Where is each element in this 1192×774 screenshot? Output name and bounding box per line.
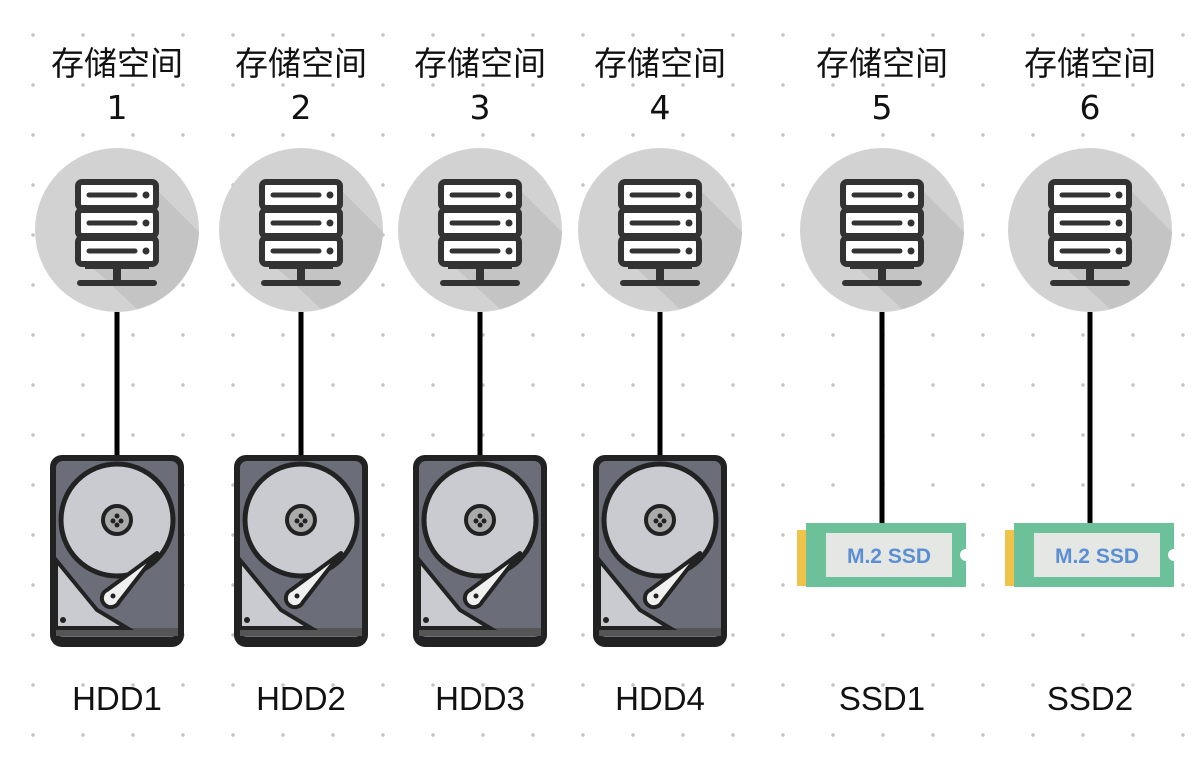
hard-drive-icon [413,455,547,647]
server-icon [35,148,199,312]
server-icon [1008,148,1172,312]
server-icon [398,148,562,312]
m2-ssd-icon: M.2 SSD [797,523,972,587]
server-icon [578,148,742,312]
device-label: HDD1 [72,680,162,717]
ssd-chip-text: M.2 SSD [1055,545,1139,568]
device-label: SSD1 [838,680,926,717]
column-graphics [398,148,562,647]
device-label: HDD4 [615,680,705,717]
hard-drive-icon [50,455,184,647]
column-graphics: M.2 SSD [797,148,972,587]
hard-drive-icon [593,455,727,647]
ssd-chip-text: M.2 SSD [847,545,931,568]
hard-drive-icon [234,455,368,647]
m2-ssd-icon: M.2 SSD [1005,523,1180,587]
column-graphics [578,148,742,647]
device-label: HDD3 [435,680,525,717]
device-label: SSD2 [1046,680,1134,717]
server-icon [800,148,964,312]
column-graphics [219,148,383,647]
column-graphics [35,148,199,647]
device-label: HDD2 [256,680,346,717]
server-icon [219,148,383,312]
column-graphics: M.2 SSD [1005,148,1180,587]
